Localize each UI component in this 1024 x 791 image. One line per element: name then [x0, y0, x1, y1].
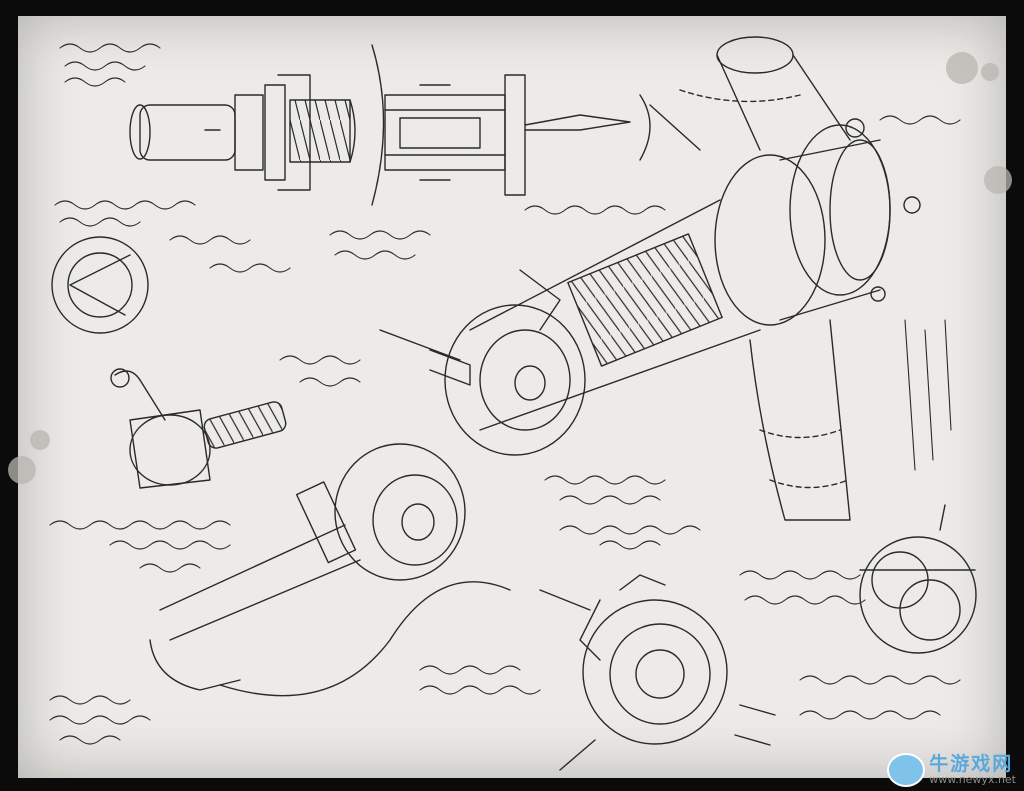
coffee-stains: [8, 52, 1012, 484]
watermark-brand: 牛游戏网: [929, 753, 1014, 775]
left-circle-detail: [51, 236, 149, 334]
watermark-text: 牛游戏网 www.newyx.net: [929, 753, 1016, 786]
pipe-housing-part: [149, 443, 466, 691]
paper-sheet: [18, 16, 1006, 778]
connector-arrow: [219, 581, 511, 697]
handwritten-annotations: [49, 43, 961, 745]
mascot-logo-icon: [887, 753, 926, 787]
crank-bolt-part: [110, 368, 287, 489]
top-left-assembly: [129, 44, 385, 206]
top-right-tube: [679, 36, 851, 151]
watermark-url: www.newyx.net: [929, 773, 1016, 786]
right-circle-diagram: [859, 504, 977, 654]
watermark: 牛游戏网 www.newyx.net: [887, 753, 1016, 787]
main-gun-body: [379, 104, 921, 456]
grip-handle: [749, 319, 851, 521]
fan-disk-part: [539, 574, 728, 771]
spear-component: [384, 74, 651, 196]
